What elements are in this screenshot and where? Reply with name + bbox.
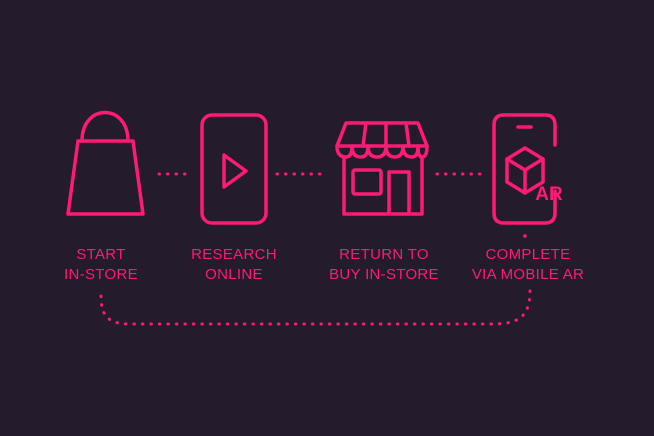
video-play-phone-icon (200, 113, 268, 225)
loop-start-dot (523, 234, 527, 238)
step-label-complete-via-ar: COMPLETE VIA MOBILE AR (471, 246, 585, 283)
step-label-research-online: RESEARCH ONLINE (191, 246, 277, 283)
return-loop (99, 289, 532, 326)
shopping-bag-icon (66, 110, 145, 216)
storefront-icon (335, 121, 429, 216)
ar-icon-text: AR (535, 184, 563, 205)
step-label-return-to-buy: RETURN TO BUY IN-STORE (329, 246, 439, 283)
connector-dots (99, 172, 532, 326)
phone-ar-cube-icon (492, 113, 557, 225)
step-label-start-in-store: START IN-STORE (64, 246, 138, 283)
